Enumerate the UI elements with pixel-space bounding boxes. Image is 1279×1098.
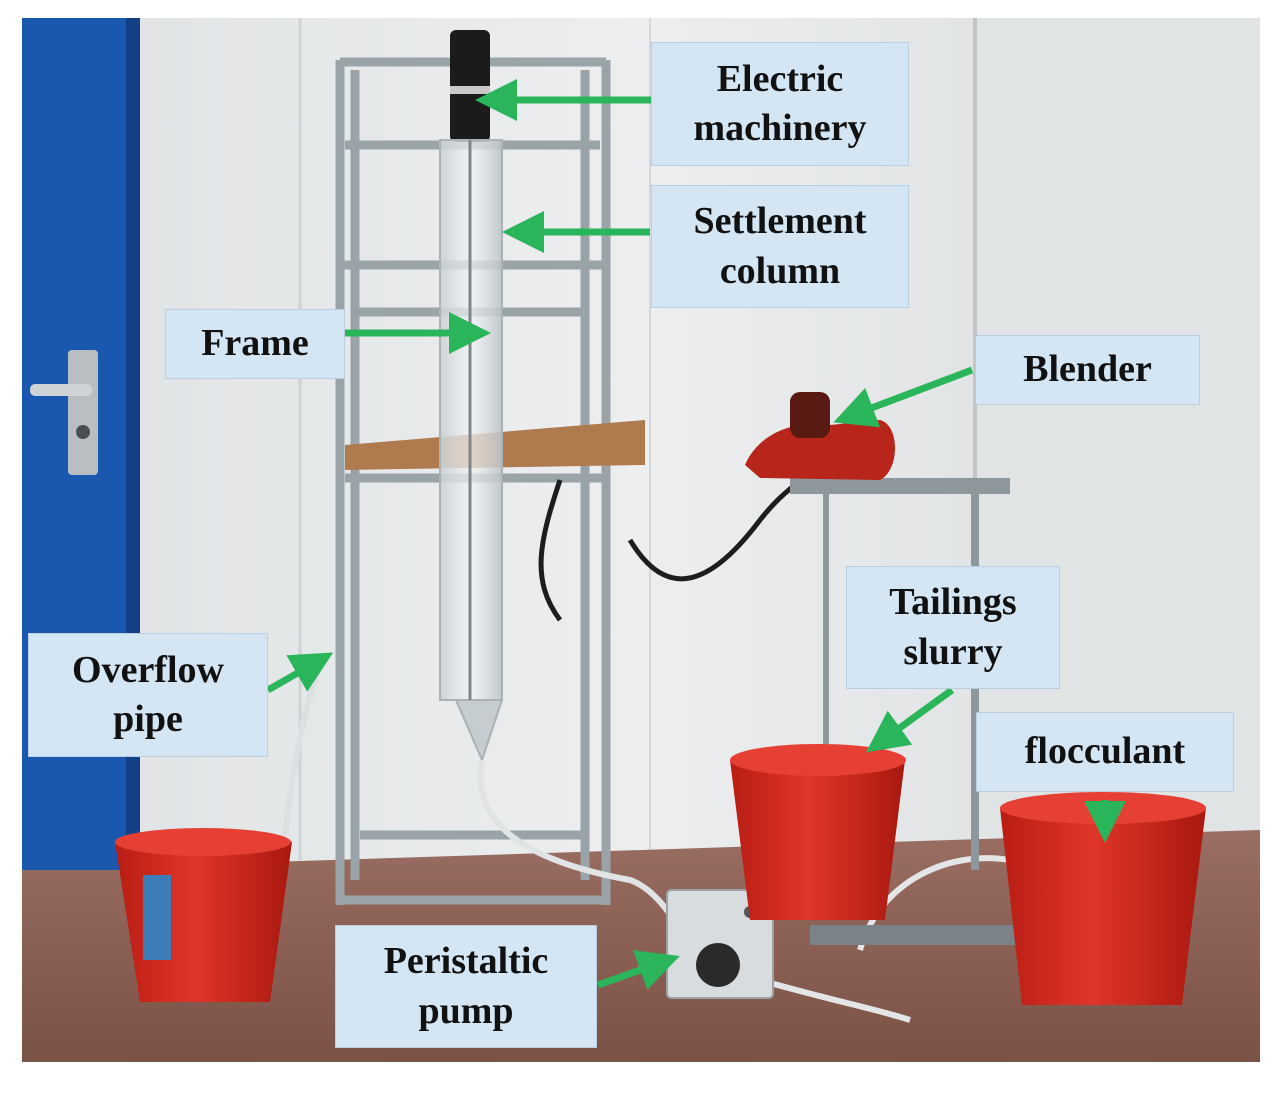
label-frame-line1: Frame [201,322,309,365]
arrow-peristaltic-pump [596,950,680,990]
label-overflow-pipe: Overflow pipe [28,633,268,757]
pump-head [696,943,740,987]
door-handle [30,384,92,396]
blender-motor [790,392,830,438]
label-electric-machinery-line2: machinery [693,107,867,149]
blender-arm [790,478,1010,494]
label-peristaltic-pump-line2: pump [418,989,514,1032]
label-electric-machinery: Electric machinery [651,42,909,166]
label-peristaltic-pump-line1: Peristaltic [383,940,549,983]
label-settlement-column-line2: column [719,249,841,292]
label-electric-machinery-line1: Electric [716,57,844,100]
blender-body [745,420,895,480]
arrow-overflow-pipe [266,652,334,694]
floor [22,830,1260,1062]
bucket-overflow [115,828,292,1002]
label-blender: Blender [975,335,1200,405]
label-overflow-pipe-line2: pipe [113,698,183,740]
door-lock [76,425,90,439]
label-tailings-slurry-line1: Tailings [889,581,1017,624]
label-flocculant-line1: flocculant [1024,730,1186,773]
bucket-tailings [730,744,906,920]
label-tailings-slurry-line2: slurry [903,630,1003,673]
stand-base [810,925,1020,945]
power-cable [627,478,802,582]
tube [759,977,911,1023]
bucket-flocculant [1000,792,1206,1005]
callout-arrows [266,79,1126,990]
column-cone [454,699,504,763]
arrow-blender [833,366,974,428]
label-settlement-column-line1: Settlement [693,200,867,243]
arrow-tailings-slurry [865,687,955,753]
label-blender-line1: Blender [1023,348,1152,391]
label-flocculant: flocculant [976,712,1234,792]
label-tailings-slurry: Tailings slurry [846,566,1060,689]
label-settlement-column: Settlement column [651,185,909,308]
label-frame: Frame [165,309,345,379]
motor-band [450,86,490,94]
label-peristaltic-pump: Peristaltic pump [335,925,597,1048]
door-handle-plate [68,350,98,475]
power-cable [538,479,563,622]
label-overflow-pipe-line1: Overflow [72,648,224,691]
